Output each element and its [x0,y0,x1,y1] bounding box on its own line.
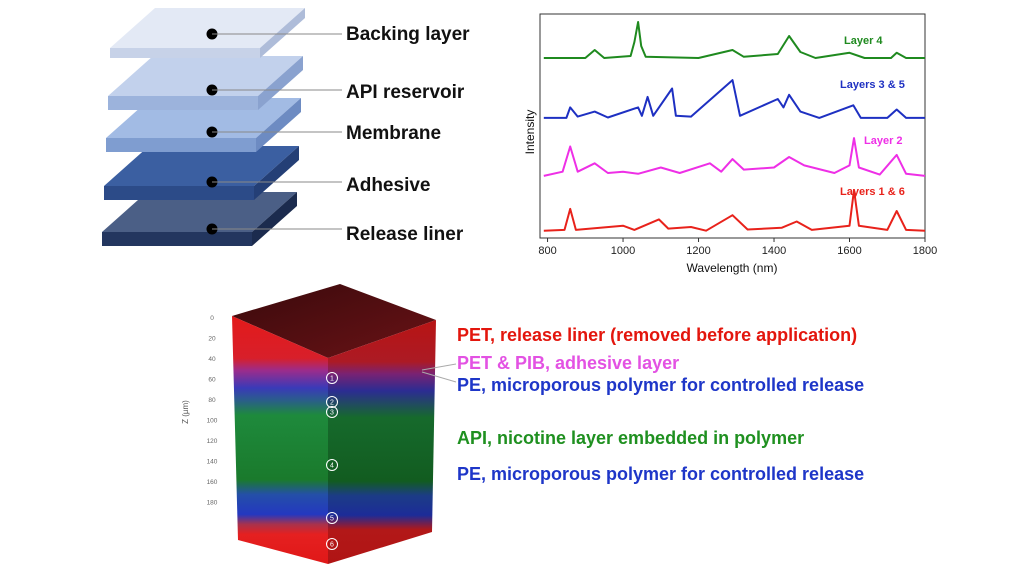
z-tick-label: 120 [207,438,218,445]
plate-adhesive [104,146,299,200]
y-axis-label: Intensity [523,110,537,155]
svg-text:1: 1 [330,376,334,383]
layer-stack-diagram [102,8,342,246]
z-tick-label: 180 [207,500,218,507]
series-line-2 [543,137,926,177]
z-tick-label: 160 [207,479,218,486]
block-side-face [328,320,436,564]
layer-marker-6: 6 [326,538,338,550]
plate-front [106,138,256,152]
label-membrane: Membrane [346,123,442,144]
desc-api-layer: API, nicotine layer embedded in polymer [457,428,805,448]
svg-text:3: 3 [330,410,334,417]
plate-front [104,186,254,200]
desc-release-liner: PET, release liner (removed before appli… [457,325,858,345]
plate-side [260,8,305,58]
x-tick-label: 800 [538,245,556,257]
svg-text:4: 4 [330,463,334,470]
plate-side [252,192,297,246]
depth-block: 0 20 40 60 80 100 120 140 160 180 Z (µm) 1 2 3 4 5 6 [181,284,436,564]
desc-pe-top: PE, microporous polymer for controlled r… [457,375,865,395]
label-release-liner: Release liner [346,224,464,245]
z-tick-label: 140 [207,459,218,466]
series-line-0 [543,21,925,59]
svg-text:2: 2 [330,400,334,407]
legend-layer-4: Layer 4 [844,35,883,47]
plate-side [254,146,299,200]
x-tick-label: 1600 [837,245,861,257]
layer-marker-4: 4 [326,459,338,471]
plate-api-reservoir [108,56,303,110]
plate-front [108,96,258,110]
connector-line-pe [421,371,457,383]
plate-side [256,98,301,152]
label-adhesive: Adhesive [346,175,431,196]
plate-backing-layer [110,8,305,58]
series-line-3 [543,189,926,232]
svg-text:5: 5 [330,516,334,523]
connector-lines [421,363,457,383]
legend-layer-2: Layer 2 [864,135,903,147]
legend-layers-1-6: Layers 1 & 6 [840,186,905,198]
plate-top [110,8,305,48]
z-tick-label: 20 [208,336,216,343]
x-axis-label: Wavelength (nm) [687,261,778,275]
z-tick-label: 100 [207,418,218,425]
block-top-face [232,284,436,358]
plate-release-liner [102,192,297,246]
label-backing-layer: Backing layer [346,24,470,45]
block-front-face [232,316,328,564]
layer-marker-2: 2 [326,396,338,408]
plate-top [108,56,303,96]
z-tick-label: 80 [208,397,216,404]
x-tick-label: 1800 [913,245,937,257]
plate-front [102,232,252,246]
desc-adhesive: PET & PIB, adhesive layer [457,353,680,373]
z-tick-label: 0 [210,315,214,322]
plate-front [110,48,260,58]
connector-line-adhesive [421,363,457,371]
svg-text:6: 6 [330,542,334,549]
layer-marker-3: 3 [326,406,338,418]
x-tick-label: 1000 [611,245,635,257]
layer-marker-5: 5 [326,512,338,524]
plate-top [102,192,297,232]
legend-layers-3-5: Layers 3 & 5 [840,79,905,91]
x-tick-label: 1200 [686,245,710,257]
plate-side [258,56,303,110]
z-tick-label: 60 [208,377,216,384]
x-tick-label: 1400 [762,245,786,257]
desc-pe-bottom: PE, microporous polymer for controlled r… [457,464,865,484]
plate-top [104,146,299,186]
z-tick-label: 40 [208,356,216,363]
plot-frame [539,13,926,239]
series-line-1 [543,79,925,119]
layer-marker-1: 1 [326,372,338,384]
label-api-reservoir: API reservoir [346,82,465,103]
z-axis-label: Z (µm) [181,400,190,424]
